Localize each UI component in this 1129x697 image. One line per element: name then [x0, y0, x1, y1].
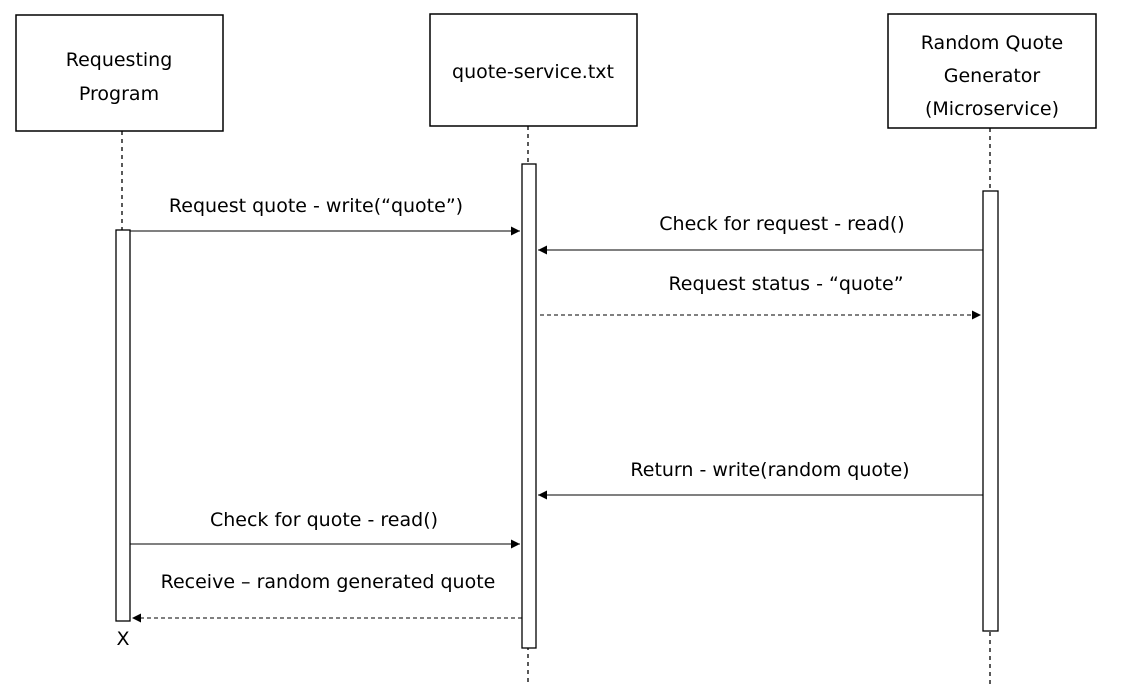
participant-name-line: quote-service.txt	[452, 61, 614, 83]
activation-requesting-program	[115, 229, 131, 622]
message-label: Check for quote - read()	[210, 509, 438, 531]
message-receive-quote: Receive – random generated quote	[132, 571, 522, 623]
participant-name-line: (Microservice)	[925, 98, 1059, 120]
activation-random-quote-generator	[982, 190, 999, 632]
participant-name-line: Generator	[944, 65, 1041, 87]
participant-requesting-program: Requesting Program	[15, 14, 224, 132]
message-request-quote: Request quote - write(“quote”)	[130, 195, 520, 236]
message-label: Request status - “quote”	[668, 273, 903, 295]
message-label: Request quote - write(“quote”)	[169, 195, 463, 217]
participant-name-line: Requesting	[66, 49, 173, 71]
participant-box	[15, 14, 224, 132]
participant-box	[429, 13, 638, 127]
activation-quote-service	[521, 163, 537, 649]
participant-name-line: Program	[79, 83, 159, 105]
participant-name-line: Random Quote	[921, 32, 1063, 54]
participant-box	[887, 13, 1097, 129]
message-label: Return - write(random quote)	[630, 459, 909, 481]
message-check-for-request: Check for request - read()	[538, 213, 983, 255]
message-request-status: Request status - “quote”	[540, 273, 981, 320]
message-check-for-quote: Check for quote - read()	[130, 509, 520, 549]
participant-quote-service: quote-service.txt	[429, 13, 638, 127]
message-return-random-quote: Return - write(random quote)	[538, 459, 983, 500]
message-label: Check for request - read()	[659, 213, 904, 235]
message-label: Receive – random generated quote	[161, 571, 496, 593]
termination-mark: X	[116, 628, 129, 650]
activation-bars	[115, 163, 999, 649]
participant-random-quote-generator: Random Quote Generator (Microservice)	[887, 13, 1097, 129]
